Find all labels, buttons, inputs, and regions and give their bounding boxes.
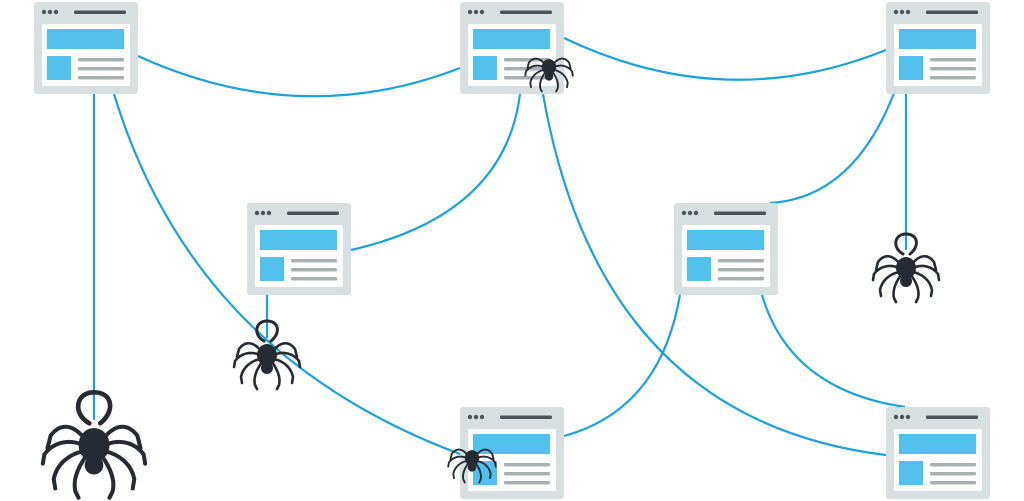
window-dots-icon [681,210,699,216]
address-bar [926,10,978,14]
text-lines [930,463,976,485]
address-bar [500,10,552,14]
hero-banner [47,29,124,49]
page-bottom-right [886,407,990,499]
address-bar [74,10,126,14]
window-dots-icon [41,9,59,15]
window-dots-icon [467,414,485,420]
spider-icon [871,232,941,304]
address-bar [287,211,339,215]
window-dots-icon [893,9,911,15]
spider-large-left [40,389,148,500]
link-top-left-to-bottom-center [112,93,472,460]
page-middle-right [674,203,778,295]
address-bar [714,211,766,215]
hero-banner [260,230,337,250]
spider-hanging-right [871,232,941,304]
page-middle-left [247,203,351,295]
spider-icon [447,448,497,484]
spider-threads-layer [92,90,908,420]
spider-bottom-center-page [447,448,497,484]
page-top-right [886,2,990,94]
image-icon [260,257,284,281]
text-lines [930,58,976,80]
text-lines [78,58,124,80]
image-icon [899,461,923,485]
hero-banner [473,434,550,454]
link-middle-right-to-bottom-center [563,294,682,438]
image-icon [47,56,71,80]
spider-icon [524,57,574,93]
link-top-center-to-middle-left [350,93,522,252]
window-dots-icon [893,414,911,420]
image-icon [899,56,923,80]
text-lines [291,259,337,281]
window-dots-icon [467,9,485,15]
spider-icon [40,389,148,500]
hero-banner [687,230,764,250]
text-lines [718,259,764,281]
link-middle-right-to-bottom-right [760,294,906,409]
spiders-layer [40,57,941,500]
spider-on-link-middle [232,319,302,391]
address-bar [500,415,552,419]
links-layer [112,37,906,460]
address-bar [926,415,978,419]
pages-layer [34,2,990,499]
spider-top-center-page [524,57,574,93]
page-top-left [34,2,138,94]
image-icon [473,56,497,80]
link-top-left-to-top-center [137,54,461,98]
image-icon [687,257,711,281]
link-top-right-to-middle-right [769,87,898,205]
hero-banner [899,434,976,454]
hero-banner [899,29,976,49]
link-top-center-to-bottom-right [541,93,887,457]
spider-icon [232,319,302,391]
hero-banner [473,29,550,49]
text-lines [504,463,550,485]
window-dots-icon [254,210,272,216]
link-top-center-to-top-right [563,37,887,81]
